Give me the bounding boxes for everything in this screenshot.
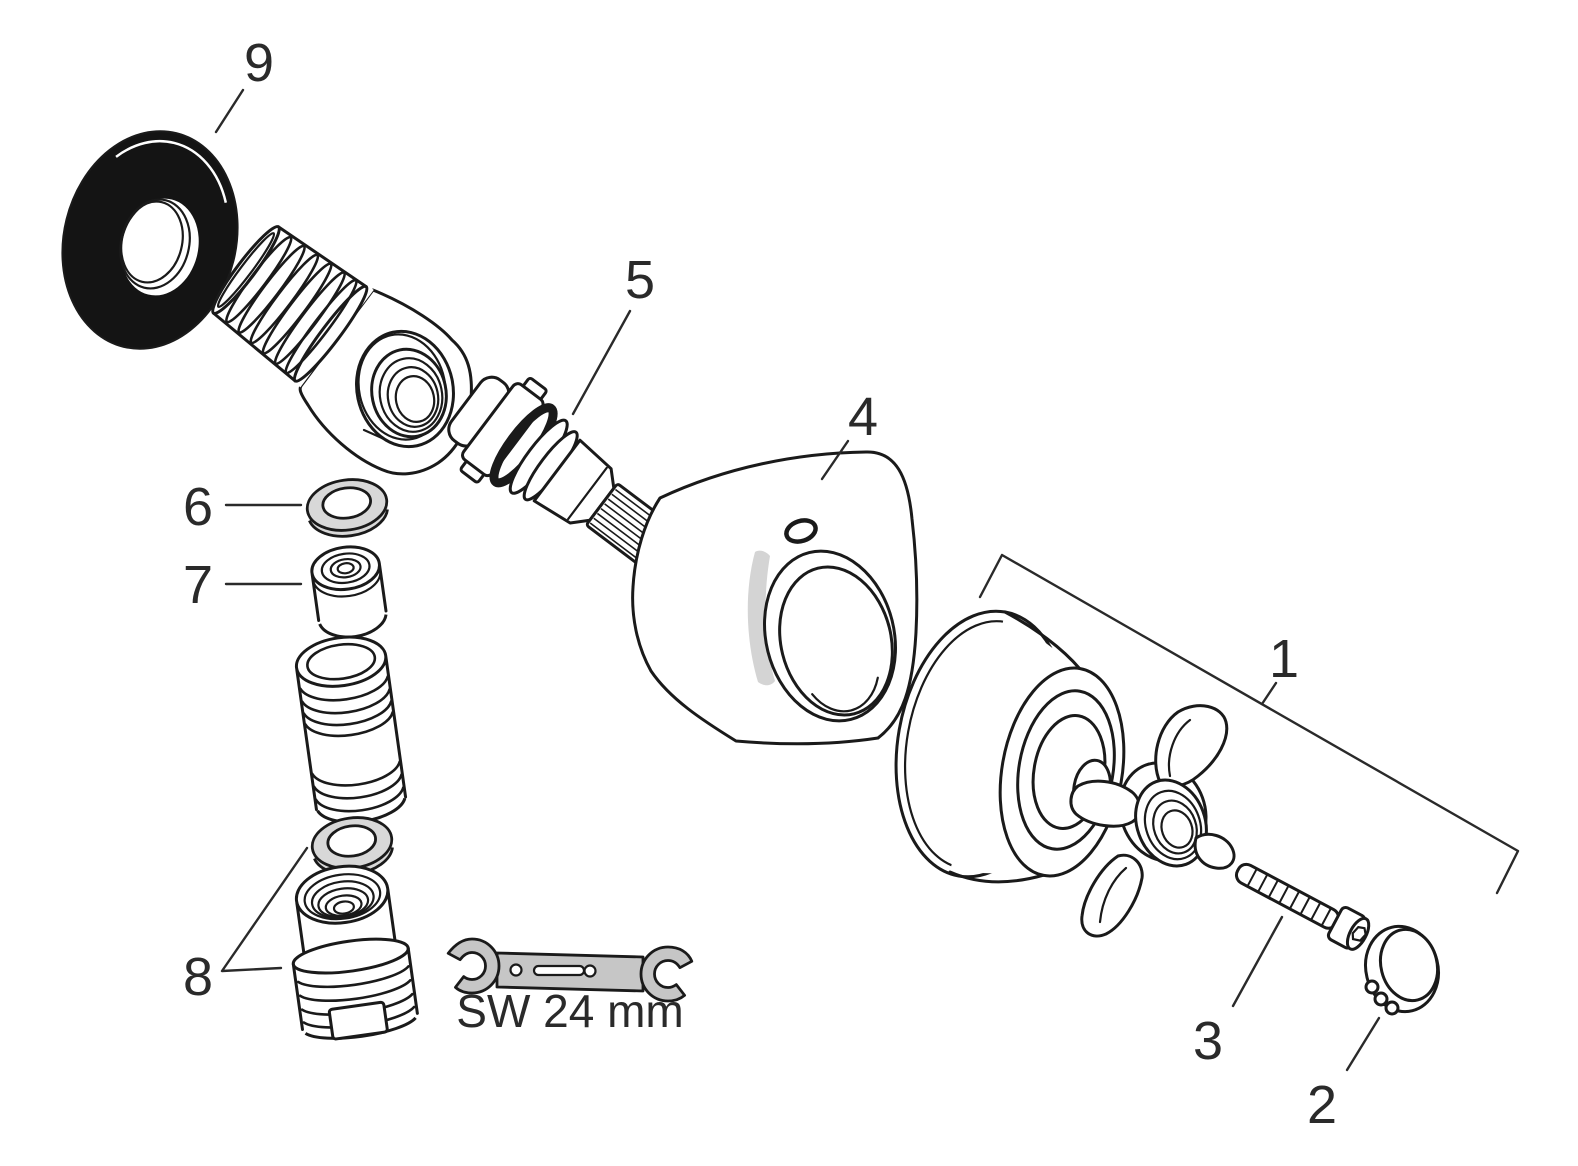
part-label-1: 1 [1269, 629, 1299, 689]
hex-socket [1351, 925, 1367, 942]
handle-assembly [894, 609, 1236, 938]
callout-numbers: 9 5 4 6 7 8 1 3 2 [183, 33, 1337, 1135]
leader-9 [214, 88, 245, 134]
flow-insert [310, 545, 388, 639]
part-label-6: 6 [183, 477, 213, 537]
part-label-7: 7 [183, 555, 213, 615]
elbow-ribbed-neck [211, 225, 374, 388]
part-label-9: 9 [244, 33, 274, 93]
wrench-jaw-left [446, 937, 501, 995]
part-label-8: 8 [183, 947, 213, 1007]
leader-5 [571, 309, 632, 416]
threaded-nipple [294, 635, 408, 824]
handle-arm-left [1069, 779, 1141, 828]
leader-3 [1231, 915, 1284, 1008]
seal-washer-6 [305, 478, 389, 538]
leader-4 [820, 439, 850, 481]
set-screw-hole [784, 518, 818, 544]
part-label-5: 5 [625, 250, 655, 310]
wrench-jaw-right [639, 945, 694, 1003]
handle-screw [1234, 862, 1371, 951]
handle-arm-top [1154, 704, 1229, 788]
callout-leaders [214, 88, 1520, 1072]
seal-washer-8 [310, 816, 394, 876]
wrench-size-caption: SW 24 mm [456, 985, 683, 1037]
handle-sleeve [631, 450, 919, 746]
threaded-adapter [291, 864, 419, 1041]
cross-handle [1069, 704, 1236, 938]
leader-8 [220, 846, 309, 973]
wrench-annotation: SW 24 mm [446, 937, 694, 1037]
adapter-notch [327, 1000, 389, 1041]
part-label-3: 3 [1193, 1011, 1223, 1071]
valve-cartridge [447, 375, 674, 567]
elbow-socket-opening [355, 329, 455, 449]
handle-arm-right [1193, 832, 1236, 870]
leader-2 [1345, 1016, 1381, 1072]
cover-cap [1364, 924, 1440, 1016]
part-label-2: 2 [1307, 1075, 1337, 1135]
bracket-1 [978, 553, 1520, 895]
leader-1 [1260, 681, 1278, 706]
cartridge-keyed-collar [461, 382, 545, 478]
elbow-fitting [211, 225, 473, 476]
handle-arm-bottom [1080, 853, 1144, 938]
escutcheon-flange [61, 130, 239, 350]
part-label-4: 4 [848, 387, 878, 447]
